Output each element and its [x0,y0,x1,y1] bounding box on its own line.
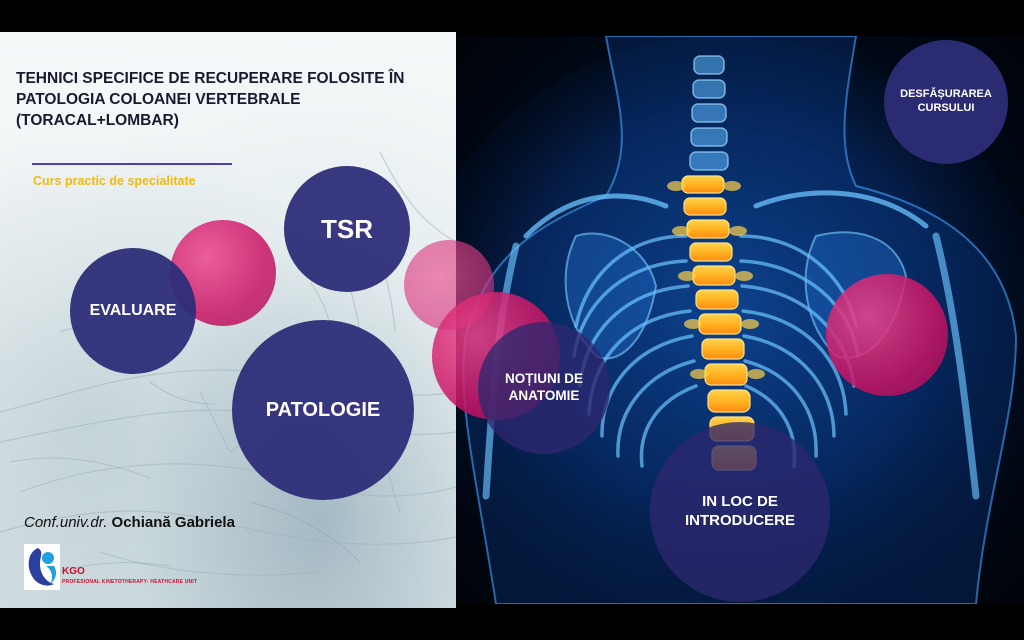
in-loc-de-introducere-bubble[interactable]: IN LOC DE INTRODUCERE [650,422,830,602]
desfasurarea-cursului-label: DESFĂȘURAREA CURSULUI [900,88,992,114]
evaluare-label: EVALUARE [89,302,177,319]
author-line: Conf.univ.dr. Ochiană Gabriela [24,514,235,531]
slide: TEHNICI SPECIFICE DE RECUPERARE FOLOSITE… [0,32,1024,608]
tsr-bubble[interactable]: TSR [284,166,410,292]
in-loc-de-introducere-label: IN LOC DE INTRODUCERE [684,493,795,529]
logo-tagline: PROFESIONAL KINETOTHERAPY- HEATHCARE UNI… [62,579,198,585]
notiuni-de-anatomie-label: NOȚIUNI DE ANATOMIE [504,371,583,403]
author-rank: Conf.univ.dr. [24,514,108,531]
evaluare-bubble[interactable]: EVALUARE [70,248,196,374]
slide-subtitle: Curs practic de specialitate [33,174,196,188]
title-divider [32,163,232,165]
patologie-bubble[interactable]: PATOLOGIE [232,320,414,500]
decorative-pink-circle [826,274,948,396]
desfasurarea-cursului-bubble[interactable]: DESFĂȘURAREA CURSULUI [884,40,1008,164]
notiuni-de-anatomie-bubble[interactable]: NOȚIUNI DE ANATOMIE [478,322,610,454]
kgo-logo: KGO PROFESIONAL KINETOTHERAPY- HEATHCARE… [24,544,204,592]
tsr-label: TSR [321,213,373,244]
slide-title: TEHNICI SPECIFICE DE RECUPERARE FOLOSITE… [16,70,405,129]
patologie-label: PATOLOGIE [265,398,381,421]
author-name: Ochiană Gabriela [111,514,235,531]
logo-name: KGO [62,566,85,577]
kgo-logo-icon [24,544,60,590]
